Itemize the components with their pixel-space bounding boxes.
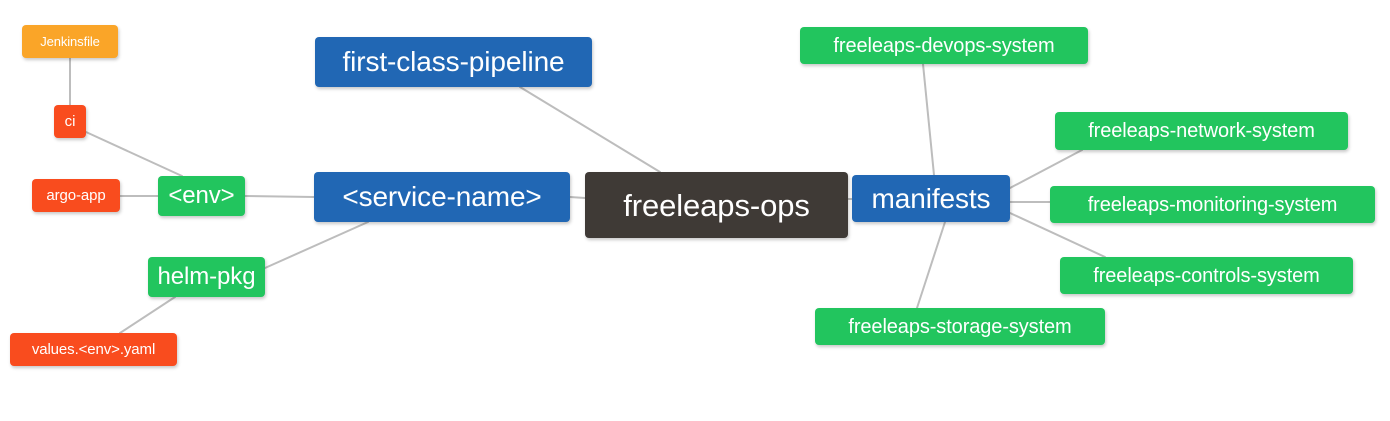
node-helm-pkg[interactable]: helm-pkg: [148, 257, 265, 297]
node-label-ci: ci: [64, 113, 76, 130]
node-monitoring-system[interactable]: freeleaps-monitoring-system: [1050, 186, 1375, 223]
node-label-storage-system: freeleaps-storage-system: [848, 315, 1072, 338]
node-first-class-pipeline[interactable]: first-class-pipeline: [315, 37, 592, 87]
node-label-freeleaps-ops: freeleaps-ops: [623, 187, 810, 223]
node-label-argo-app: argo-app: [46, 187, 106, 204]
edge-first-class-pipeline-to-freeleaps-ops: [519, 86, 661, 173]
node-label-helm-pkg: helm-pkg: [157, 263, 256, 290]
node-label-jenkinsfile: Jenkinsfile: [40, 34, 100, 49]
node-manifests[interactable]: manifests: [852, 175, 1010, 222]
edge-manifests-to-network-system: [1009, 149, 1083, 189]
node-label-env: <env>: [168, 182, 235, 209]
node-devops-system[interactable]: freeleaps-devops-system: [800, 27, 1088, 64]
node-label-controls-system: freeleaps-controls-system: [1093, 264, 1320, 287]
node-freeleaps-ops[interactable]: freeleaps-ops: [585, 172, 848, 238]
node-env[interactable]: <env>: [158, 176, 245, 216]
edge-manifests-to-devops-system: [922, 63, 935, 176]
edge-values-yaml-to-helm-pkg: [119, 296, 176, 334]
node-label-values-yaml: values.<env>.yaml: [31, 341, 156, 358]
node-label-service-name: <service-name>: [342, 181, 542, 212]
node-argo-app[interactable]: argo-app: [32, 179, 120, 212]
node-label-monitoring-system: freeleaps-monitoring-system: [1087, 193, 1338, 216]
edge-manifests-to-storage-system: [916, 221, 946, 309]
node-values-yaml[interactable]: values.<env>.yaml: [10, 333, 177, 366]
edge-ci-to-env: [85, 131, 183, 177]
node-label-devops-system: freeleaps-devops-system: [833, 34, 1055, 57]
node-service-name[interactable]: <service-name>: [314, 172, 570, 222]
edge-service-name-to-freeleaps-ops: [569, 196, 586, 199]
node-storage-system[interactable]: freeleaps-storage-system: [815, 308, 1105, 345]
node-label-manifests: manifests: [871, 182, 991, 214]
node-ci[interactable]: ci: [54, 105, 86, 138]
node-jenkinsfile[interactable]: Jenkinsfile: [22, 25, 118, 58]
node-network-system[interactable]: freeleaps-network-system: [1055, 112, 1348, 150]
edge-env-to-service-name: [244, 195, 315, 198]
node-label-network-system: freeleaps-network-system: [1088, 120, 1315, 142]
node-label-first-class-pipeline: first-class-pipeline: [342, 46, 565, 77]
edge-helm-pkg-to-service-name: [264, 221, 369, 269]
node-controls-system[interactable]: freeleaps-controls-system: [1060, 257, 1353, 294]
